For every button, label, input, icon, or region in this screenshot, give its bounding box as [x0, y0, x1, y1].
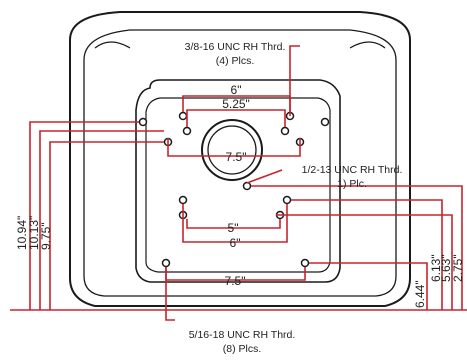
callout-middle: 1/2-13 UNC RH Thrd. 1) Plc.: [302, 164, 403, 190]
bolt-hole: [182, 126, 192, 136]
callout-top-line2: (4) Plcs.: [216, 55, 255, 67]
dim-label: 10.13": [27, 216, 41, 250]
bolt-hole: [178, 111, 188, 121]
callout-bottom-line2: (8) Plcs.: [223, 343, 262, 355]
dim-label: 6.44": [413, 280, 427, 308]
dim-label: 6": [230, 236, 241, 250]
dim-label: 6": [231, 83, 242, 97]
callout-bottom: 5/16-18 UNC RH Thrd. (8) Plcs.: [189, 329, 296, 355]
callout-top-line1: 3/8-16 UNC RH Thrd.: [185, 41, 286, 53]
dim-label: 7.5": [226, 150, 247, 164]
bolt-hole: [280, 126, 290, 136]
dim-label: 5.63": [439, 254, 453, 282]
callout-middle-line1: 1/2-13 UNC RH Thrd.: [302, 164, 403, 176]
bolt-hole: [320, 117, 330, 127]
bolt-hole: [282, 195, 292, 205]
housing-outline: [69, 11, 411, 307]
bolt-hole: [161, 258, 171, 268]
mounting-plate: [135, 79, 341, 283]
dimension-lines: [10, 45, 467, 321]
callout-middle-line2: 1) Plc.: [337, 178, 367, 190]
dim-label: 5.25": [222, 97, 250, 111]
callout-bottom-line1: 5/16-18 UNC RH Thrd.: [189, 329, 296, 341]
bolt-hole: [138, 117, 148, 127]
right-vertical-dimension-labels: 6.44" 6.13" 5.63" 2.75": [413, 254, 465, 308]
dim-label: 10.94": [15, 216, 29, 250]
center-hole: [201, 119, 263, 181]
dim-label: 7.5": [225, 274, 246, 288]
dim-label: 5": [228, 221, 239, 235]
bolt-hole: [178, 195, 188, 205]
dim-label: 9.75": [39, 222, 53, 250]
callout-top: 3/8-16 UNC RH Thrd. (4) Plcs.: [185, 41, 286, 67]
dim-label: 6.13": [429, 254, 443, 282]
left-vertical-dimension-labels: 10.94" 10.13" 9.75": [15, 216, 53, 250]
dim-label: 2.75": [451, 254, 465, 282]
horizontal-dimension-labels: 6" 5.25" 7.5" 5" 6" 7.5": [222, 83, 250, 288]
bolt-hole: [242, 181, 252, 191]
bolt-hole: [300, 258, 310, 268]
